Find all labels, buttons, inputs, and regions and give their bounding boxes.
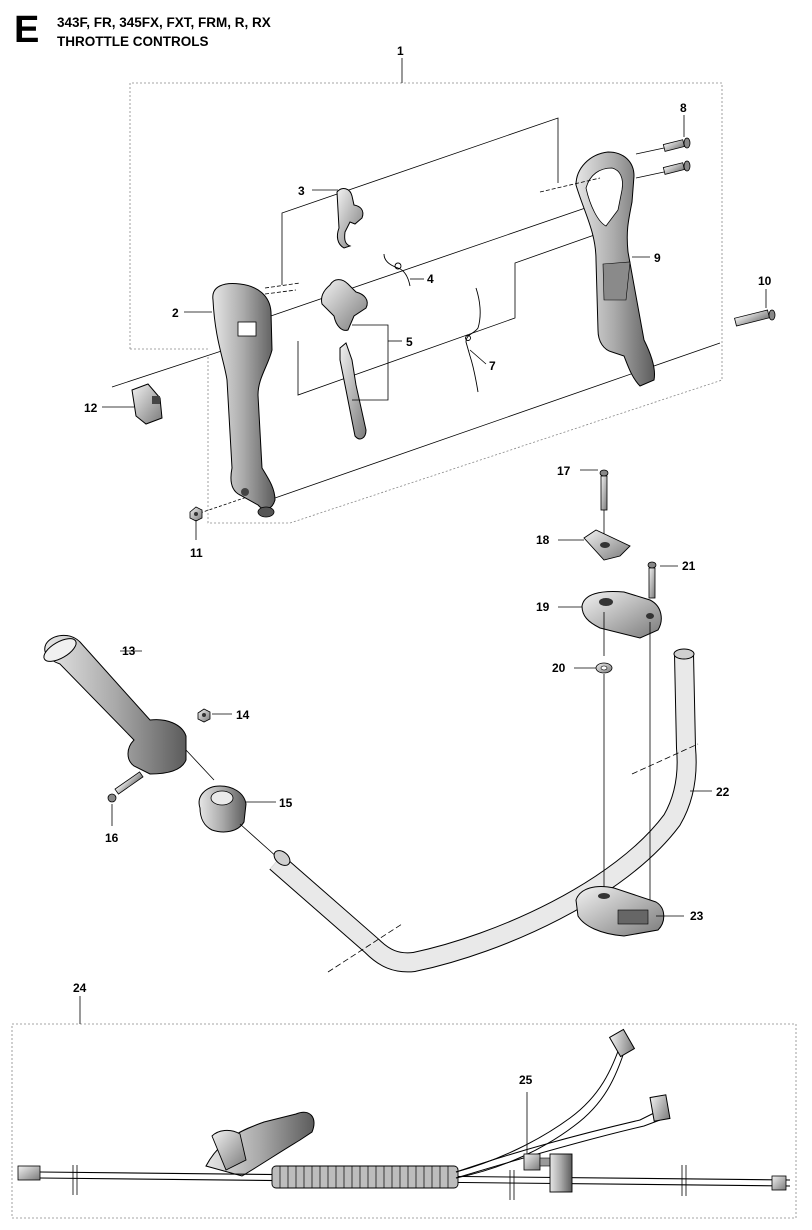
callout-16: 16 bbox=[105, 831, 119, 845]
callout-3: 3 bbox=[298, 184, 305, 198]
callout-labels: 1 2 3 4 5 7 8 9 10 11 12 13 14 15 16 17 … bbox=[73, 44, 772, 1087]
callout-24: 24 bbox=[73, 981, 87, 995]
callout-25: 25 bbox=[519, 1073, 533, 1087]
callout-20: 20 bbox=[552, 661, 566, 675]
handlebar-tube bbox=[269, 648, 699, 973]
section-title: THROTTLE CONTROLS bbox=[57, 34, 209, 49]
callout-leaders bbox=[102, 115, 767, 917]
handle-assembly-frame bbox=[129, 82, 723, 524]
callout-2: 2 bbox=[172, 306, 179, 320]
stop-switch bbox=[131, 383, 163, 425]
callout-9: 9 bbox=[654, 251, 661, 265]
bracket-bolt bbox=[647, 561, 657, 599]
grip-nut bbox=[197, 708, 211, 723]
grip-bolt bbox=[107, 771, 144, 803]
callout-5: 5 bbox=[406, 335, 413, 349]
clamp-bolt bbox=[599, 469, 609, 534]
callout-12: 12 bbox=[84, 401, 98, 415]
throttle-handle-right-half bbox=[539, 151, 655, 387]
section-letter: E bbox=[14, 9, 40, 51]
screw-upper bbox=[635, 137, 691, 155]
clamp-knob bbox=[198, 785, 279, 859]
handle-screws bbox=[635, 137, 691, 179]
callout-14: 14 bbox=[236, 708, 250, 722]
cable-adjuster bbox=[523, 1092, 573, 1193]
throttle-trigger bbox=[321, 279, 368, 440]
screw-lower bbox=[635, 160, 691, 179]
handlebar-grip bbox=[43, 635, 215, 781]
callout-1: 1 bbox=[397, 44, 404, 58]
harness-frame bbox=[11, 996, 797, 1219]
callout-23: 23 bbox=[690, 909, 704, 923]
spring bbox=[383, 253, 411, 287]
callout-11: 11 bbox=[190, 546, 203, 560]
callout-22: 22 bbox=[716, 785, 730, 799]
callout-17: 17 bbox=[557, 464, 571, 478]
clamp-plate bbox=[583, 529, 631, 561]
callout-10: 10 bbox=[758, 274, 772, 288]
callout-15: 15 bbox=[279, 796, 293, 810]
throttle-lockout-lever bbox=[336, 188, 364, 249]
washer bbox=[595, 662, 613, 888]
callout-18: 18 bbox=[536, 533, 550, 547]
model-list: 343F, FR, 345FX, FXT, FRM, R, RX bbox=[57, 15, 271, 30]
callout-13: 13 bbox=[122, 644, 136, 658]
ignition-wires bbox=[455, 1028, 671, 1179]
upper-clamp bbox=[581, 591, 662, 930]
long-bolt bbox=[734, 309, 776, 327]
callout-4: 4 bbox=[427, 272, 434, 286]
cable-break-marks bbox=[72, 1165, 687, 1200]
throttle-handle-left-half bbox=[212, 282, 301, 518]
callout-21: 21 bbox=[682, 559, 696, 573]
cable-sleeve bbox=[271, 1165, 459, 1189]
callout-7: 7 bbox=[489, 359, 496, 373]
callout-19: 19 bbox=[536, 600, 550, 614]
callout-8: 8 bbox=[680, 101, 687, 115]
throttle-wire-clip bbox=[465, 287, 481, 393]
hex-nut bbox=[189, 506, 203, 522]
lower-clamp bbox=[575, 886, 665, 937]
page-header: E 343F, FR, 345FX, FXT, FRM, R, RX THROT… bbox=[14, 9, 374, 54]
